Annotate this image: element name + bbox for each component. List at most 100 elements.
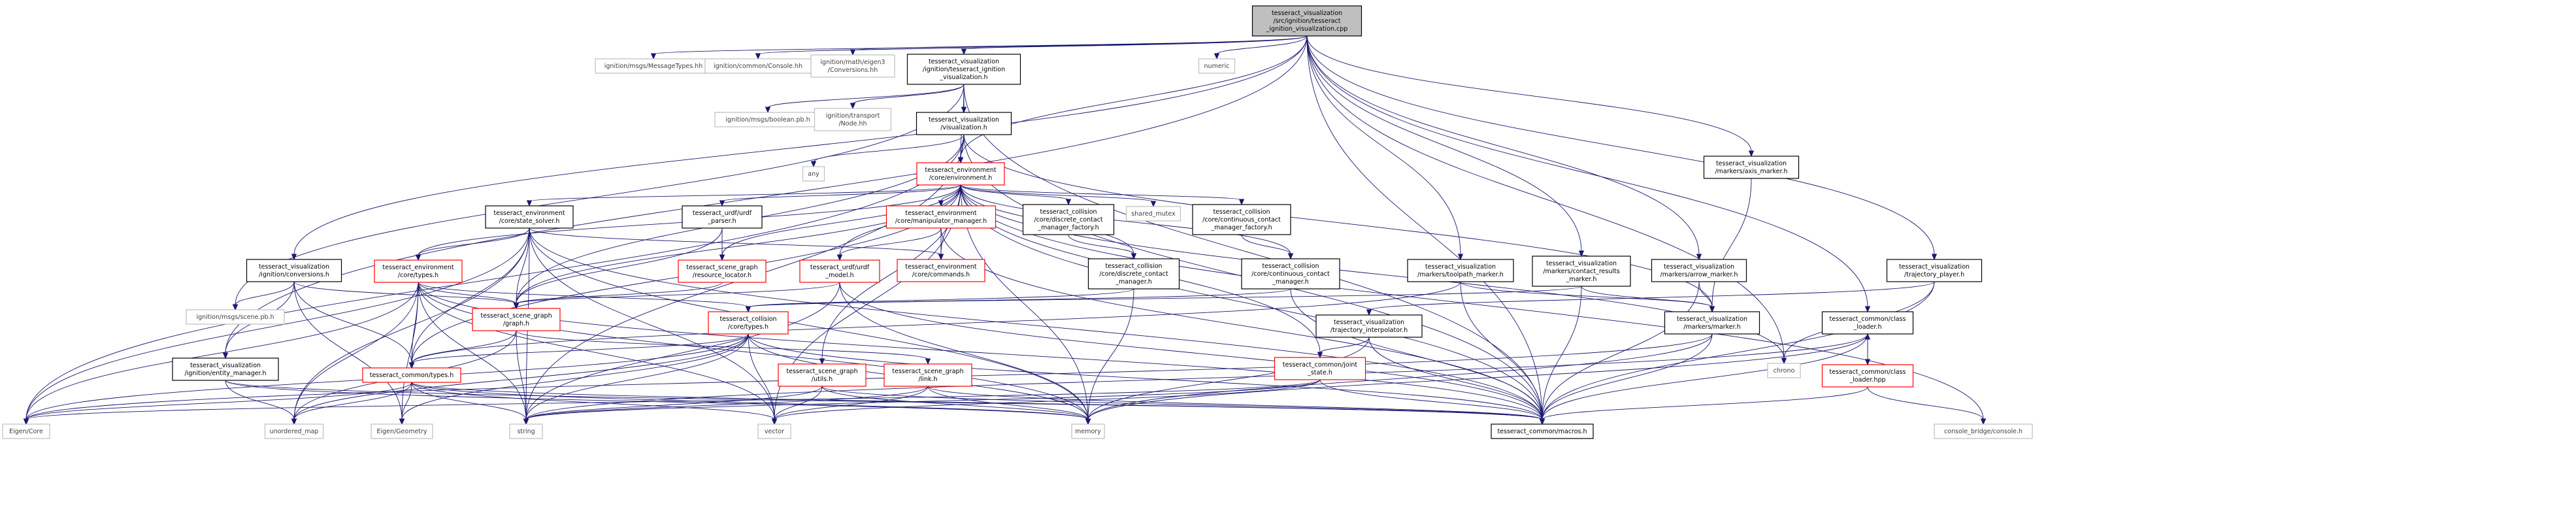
node-box xyxy=(1087,258,1180,290)
node-label-line: tesseract_visualization xyxy=(929,116,999,124)
node-tig-vis-h[interactable]: tesseract_visualization/ignition/tessera… xyxy=(906,54,1021,85)
node-box xyxy=(1071,423,1105,439)
node-environment-h[interactable]: tesseract_environment/core/environment.h xyxy=(916,162,1005,186)
node-box xyxy=(883,363,972,387)
node-label-line: /utils.h xyxy=(812,376,833,383)
node-box xyxy=(1703,156,1800,179)
node-box xyxy=(509,423,543,439)
edge-arrow_marker-to-macros xyxy=(1539,281,1700,425)
edge-joint_state-to-macros xyxy=(1319,379,1545,425)
node-common-types[interactable]: tesseract_common/types.h xyxy=(362,367,461,383)
node-box xyxy=(1192,204,1291,235)
node-label-line: tesseract_visualization xyxy=(1425,263,1496,271)
edge-root-to-entity_manager xyxy=(222,35,1308,359)
node-label-line: tesseract_urdf/urdf xyxy=(810,264,870,271)
node-string: string xyxy=(509,423,543,439)
node-label-line: /markers/toolpath_marker.h xyxy=(1417,271,1504,278)
node-entity-manager[interactable]: tesseract_visualization/ignition/entity_… xyxy=(172,357,279,381)
node-msgs-scene-pb: ignition/msgs/scene.pb.h xyxy=(186,309,285,325)
node-scene-graph-utils[interactable]: tesseract_scene_graph/utils.h xyxy=(778,363,867,387)
node-label-line: ignition/math/eigen3 xyxy=(820,59,885,66)
node-env-commands[interactable]: tesseract_environment/core/commands.h xyxy=(897,259,985,282)
node-box xyxy=(1664,311,1760,335)
node-label-line: /core/continuous_contact xyxy=(1251,271,1330,278)
edge-visualization_h-to-any xyxy=(810,134,965,168)
node-discrete-manager[interactable]: tesseract_collision/core/discrete_contac… xyxy=(1087,258,1180,290)
edge-env_types-to-scene_graph_graph xyxy=(418,282,520,310)
node-label-line: tesseract_environment xyxy=(382,264,454,271)
node-label-line: /core/types.h xyxy=(728,323,768,331)
edge-root-to-math_eigen3 xyxy=(850,35,1308,56)
edge-root-to-contact_results_marker xyxy=(1306,35,1585,257)
node-label-line: _manager_factory.h xyxy=(1037,224,1098,231)
edge-tig_vis_h-to-transport_node xyxy=(850,84,965,110)
node-label-line: tesseract_environment xyxy=(905,210,977,217)
node-box xyxy=(708,311,789,335)
node-resource-locator[interactable]: tesseract_scene_graph/resource_locator.h xyxy=(678,259,767,283)
node-label-line: tesseract_common/joint xyxy=(1283,361,1357,369)
edge-joint_state-to-eigen_core xyxy=(23,379,1321,425)
node-box xyxy=(802,166,825,182)
edge-env_types-to-collision_types xyxy=(418,282,751,313)
node-state-solver[interactable]: tesseract_environment/core/state_solver.… xyxy=(485,205,574,229)
node-class-loader-hpp[interactable]: tesseract_common/class_loader.hpp xyxy=(1821,364,1914,388)
edge-common_types-to-eigen_core xyxy=(23,382,412,425)
edge-urdf_parser-to-resource_locator xyxy=(719,227,725,261)
node-trajectory-player[interactable]: tesseract_visualization/trajectory_playe… xyxy=(1886,259,1983,282)
node-arrow-marker[interactable]: tesseract_visualization/markers/arrow_ma… xyxy=(1651,259,1747,282)
edge-scene_graph_link-to-macros xyxy=(927,386,1545,425)
edge-scene_graph_link-to-string xyxy=(523,386,929,425)
edge-contact_results_marker-to-macros xyxy=(1539,286,1582,425)
node-continuous-factory[interactable]: tesseract_collision/core/continuous_cont… xyxy=(1192,204,1291,235)
node-label-line: _manager.h xyxy=(1272,278,1309,286)
edge-trajectory_interpolator-to-joint_state xyxy=(1317,337,1370,359)
node-visualization-h[interactable]: tesseract_visualization/visualization.h xyxy=(916,112,1012,135)
edge-state_solver-to-env_types xyxy=(415,227,530,261)
node-vector: vector xyxy=(757,423,791,439)
node-class-loader-h[interactable]: tesseract_common/class_loader.h xyxy=(1821,311,1914,335)
edge-environment_h-to-shared_mutex xyxy=(960,184,1157,208)
node-box xyxy=(1651,259,1747,282)
node-marker-h[interactable]: tesseract_visualization/markers/marker.h xyxy=(1664,311,1760,335)
edge-axis_marker-to-marker_h xyxy=(1709,178,1752,313)
node-label-line: tesseract_scene_graph xyxy=(892,368,963,375)
node-box xyxy=(1022,204,1115,235)
node-box xyxy=(371,423,433,439)
node-label-line: /trajectory_player.h xyxy=(1904,271,1964,278)
node-manipulator-manager[interactable]: tesseract_environment/core/manipulator_m… xyxy=(885,205,997,229)
node-label-line: memory xyxy=(1075,428,1101,435)
node-contact-results-marker[interactable]: tesseract_visualization/markers/contact_… xyxy=(1532,256,1631,287)
node-label-line: tesseract_visualization xyxy=(1716,160,1787,167)
node-memory: memory xyxy=(1071,423,1105,439)
node-env-types[interactable]: tesseract_environment/core/types.h xyxy=(374,259,463,283)
node-trajectory-interpolator[interactable]: tesseract_visualization/trajectory_inter… xyxy=(1315,314,1423,338)
node-label-line: /trajectory_interpolator.h xyxy=(1330,327,1408,334)
node-box xyxy=(2,423,50,439)
node-scene-graph-link[interactable]: tesseract_scene_graph/link.h xyxy=(883,363,972,387)
node-box xyxy=(916,112,1012,135)
node-continuous-manager[interactable]: tesseract_collision/core/continuous_cont… xyxy=(1241,258,1340,290)
node-joint-state[interactable]: tesseract_common/joint_state.h xyxy=(1274,357,1366,380)
edge-root-to-trajectory_player xyxy=(1306,35,1938,261)
node-box xyxy=(1251,5,1362,37)
edge-root-to-class_loader_h xyxy=(1306,35,1871,313)
node-box xyxy=(1198,58,1236,74)
edges-layer xyxy=(23,35,1987,425)
node-macros[interactable]: tesseract_common/macros.h xyxy=(1491,423,1594,439)
edge-common_types-to-string xyxy=(411,382,529,425)
edge-urdf_model-to-scene_graph_graph xyxy=(513,282,840,310)
node-urdf-parser[interactable]: tesseract_urdf/urdf_parser.h xyxy=(682,205,763,229)
node-label-line: _loader.hpp xyxy=(1849,376,1885,384)
node-scene-graph-graph[interactable]: tesseract_scene_graph/graph.h xyxy=(472,308,561,331)
node-label-line: tesseract_common/types.h xyxy=(370,372,454,379)
node-numeric: numeric xyxy=(1198,58,1236,74)
node-label-line: Eigen/Geometry xyxy=(376,428,427,435)
edge-contact_results_marker-to-collision_types xyxy=(745,286,1582,313)
node-ign-conversions[interactable]: tesseract_visualization/ignition/convers… xyxy=(246,259,342,282)
node-urdf-model[interactable]: tesseract_urdf/urdf_model.h xyxy=(799,259,880,283)
node-discrete-factory[interactable]: tesseract_collision/core/discrete_contac… xyxy=(1022,204,1115,235)
node-axis-marker[interactable]: tesseract_visualization/markers/axis_mar… xyxy=(1703,156,1800,179)
node-collision-types[interactable]: tesseract_collision/core/types.h xyxy=(708,311,789,335)
node-toolpath-marker[interactable]: tesseract_visualization/markers/toolpath… xyxy=(1407,259,1514,282)
node-root[interactable]: tesseract_visualization/src/ignition/tes… xyxy=(1251,5,1362,37)
